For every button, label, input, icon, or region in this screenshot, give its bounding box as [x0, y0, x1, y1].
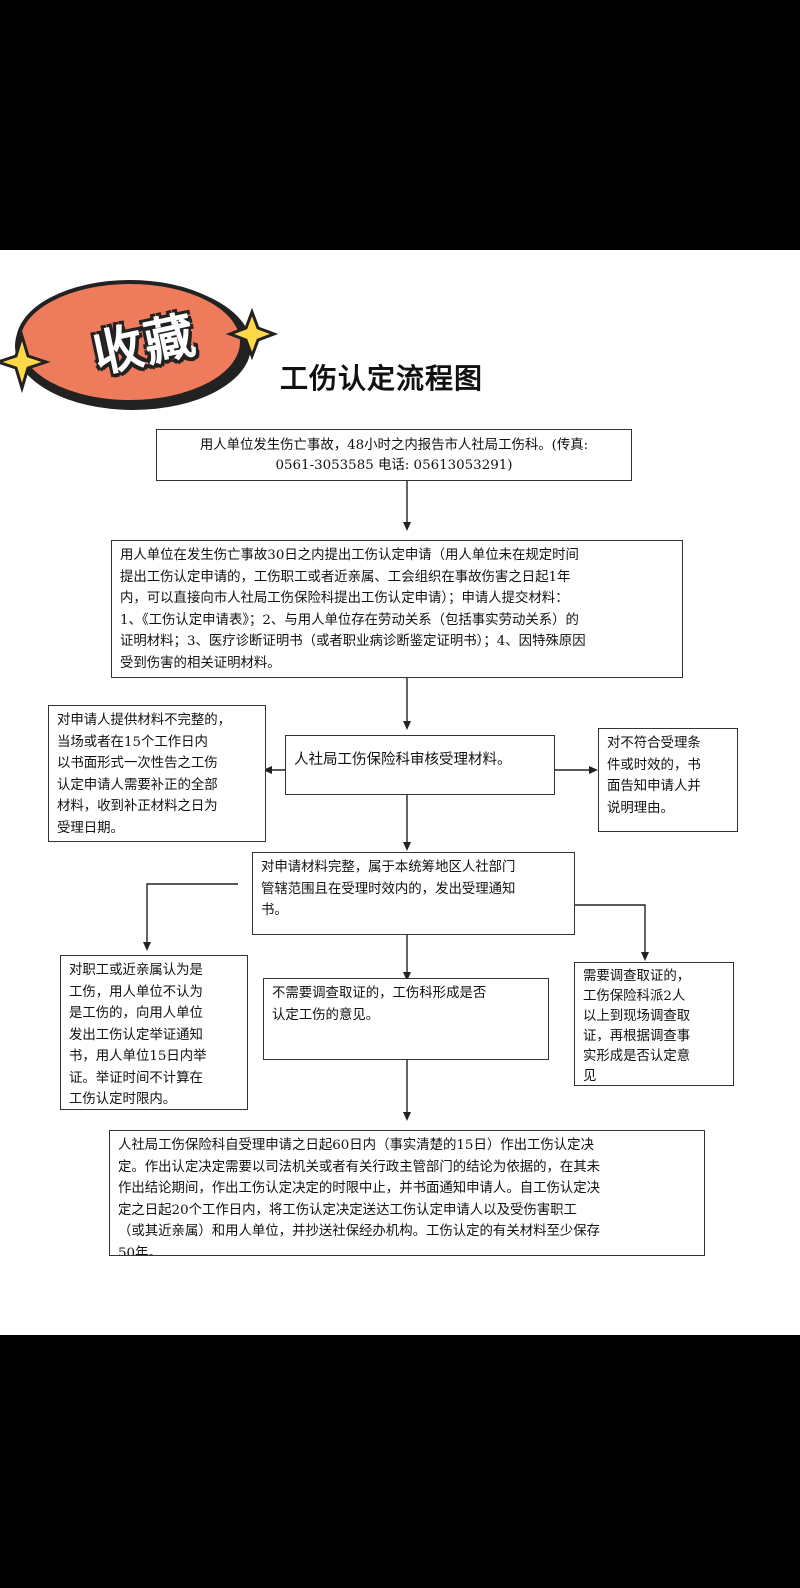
step-decision-box: 人社局工伤保险科自受理申请之日起60日内（事实清楚的15日）作出工伤认定决 定。…	[109, 1130, 705, 1256]
flowchart-sheet: 收藏 工伤认定流程图 用人单位发生伤亡事故，48小时之内报告市人社局工伤科。(传…	[0, 250, 800, 1335]
step-apply-line: 提出工伤认定申请的，工伤职工或者近亲属、工会组织在事故伤害之日起1年	[120, 569, 571, 585]
step-decision-line: 定之日起20个工作日内，将工伤认定决定送达工伤认定申请人以及受伤害职工	[118, 1202, 577, 1218]
step-apply-line: 证明材料；3、医疗诊断证明书（或者职业病诊断鉴定证明书）；4、因特殊原因	[120, 634, 586, 649]
badge-ellipse	[16, 280, 244, 404]
step-dispute-line: 是工伤的，向用人单位	[69, 1006, 203, 1021]
page-title: 工伤认定流程图	[280, 362, 484, 395]
step-incomplete-line: 以书面形式一次性告之工伤	[57, 756, 218, 771]
step-no-investigation-line: 不需要调查取证的，工伤科形成是否	[272, 986, 487, 1001]
step-incomplete-box: 对申请人提供材料不完整的， 当场或者在15个工作日内 以书面形式一次性告之工伤 …	[48, 705, 266, 842]
step-not-qualified-line: 面告知申请人并	[607, 779, 701, 794]
step-dispute-line: 证。举证时间不计算在	[69, 1070, 203, 1086]
step-accept-line: 书。	[261, 903, 288, 918]
step-decision-line: 定。作出认定决定需要以司法机关或者有关行政主管部门的结论为依据的，在其未	[118, 1159, 601, 1175]
step-incomplete-line: 受理日期。	[57, 820, 124, 836]
step-report-box: 用人单位发生伤亡事故，48小时之内报告市人社局工伤科。(传真: 0561-305…	[156, 429, 632, 481]
step-apply-line: 1、《工伤认定申请表》；2、与用人单位存在劳动关系（包括事实劳动关系）的	[120, 612, 579, 628]
favorite-badge	[0, 280, 279, 410]
step-not-qualified-box: 对不符合受理条 件或时效的，书 面告知申请人并 说明理由。	[598, 728, 738, 832]
step-incomplete-line: 认定申请人需要补正的全部	[57, 777, 218, 793]
step-decision-line: 50年。	[118, 1245, 162, 1256]
step-no-investigation-box: 不需要调查取证的，工伤科形成是否 认定工伤的意见。	[263, 978, 549, 1060]
step-incomplete-line: 材料，收到补正材料之日为	[57, 799, 218, 814]
step-dispute-line: 工伤，用人单位不认为	[69, 984, 203, 1000]
step-dispute-line: 发出工伤认定举证通知	[69, 1027, 203, 1043]
step-incomplete-line: 对申请人提供材料不完整的，	[57, 713, 232, 728]
step-investigation-line: 证，再根据调查事	[583, 1029, 691, 1044]
step-apply-line: 用人单位在发生伤亡事故30日之内提出工伤认定申请（用人单位未在规定时间	[120, 548, 579, 563]
step-not-qualified-line: 对不符合受理条	[607, 736, 701, 751]
step-not-qualified-line: 说明理由。	[607, 800, 674, 816]
step-not-qualified-line: 件或时效的，书	[607, 757, 701, 773]
step-report-line: 0561-3053585 电话: 05613053291)	[275, 458, 513, 473]
step-decision-line: 人社局工伤保险科自受理申请之日起60日内（事实清楚的15日）作出工伤认定决	[118, 1138, 594, 1153]
step-investigation-box: 需要调查取证的， 工伤保险科派2人 以上到现场调查取 证，再根据调查事 实形成是…	[574, 962, 734, 1086]
step-investigation-line: 以上到现场调查取	[583, 1009, 691, 1024]
step-review-box: 人社局工伤保险科审核受理材料。	[285, 735, 555, 795]
step-dispute-box: 对职工或近亲属认为是 工伤，用人单位不认为 是工伤的，向用人单位 发出工伤认定举…	[60, 955, 248, 1110]
step-decision-line: 作出结论期间，作出工伤认定决定的时限中止，并书面通知申请人。自工伤认定决	[118, 1181, 601, 1196]
step-no-investigation-line: 认定工伤的意见。	[272, 1007, 380, 1023]
step-dispute-line: 工伤认定时限内。	[69, 1092, 177, 1107]
step-accept-line: 对申请材料完整，属于本统筹地区人社部门	[261, 860, 516, 875]
step-apply-box: 用人单位在发生伤亡事故30日之内提出工伤认定申请（用人单位未在规定时间 提出工伤…	[111, 540, 683, 678]
step-accept-box: 对申请材料完整，属于本统筹地区人社部门 管辖范围且在受理时效内的，发出受理通知 …	[252, 852, 575, 935]
connector-layer	[0, 280, 649, 1121]
step-dispute-line: 书，用人单位15日内举	[69, 1049, 207, 1064]
step-investigation-line: 实形成是否认定意	[583, 1049, 691, 1064]
step-report-line: 用人单位发生伤亡事故，48小时之内报告市人社局工伤科。(传真:	[199, 438, 589, 453]
sparkle-left-icon	[0, 330, 51, 394]
step-investigation-line: 工伤保险科派2人	[583, 989, 686, 1004]
step-dispute-line: 对职工或近亲属认为是	[69, 963, 203, 978]
step-decision-line: （或其近亲属）和用人单位，并抄送社保经办机构。工伤认定的有关材料至少保存	[118, 1224, 601, 1239]
step-review-text: 人社局工伤保险科审核受理材料。	[294, 752, 512, 768]
sparkle-right-icon	[225, 307, 279, 361]
step-investigation-line: 需要调查取证的，	[583, 969, 691, 984]
step-accept-line: 管辖范围且在受理时效内的，发出受理通知	[261, 881, 516, 897]
step-incomplete-line: 当场或者在15个工作日内	[57, 734, 208, 750]
step-apply-line: 受到伤害的相关证明材料。	[120, 655, 281, 671]
step-investigation-line: 见	[583, 1069, 597, 1084]
step-apply-line: 内，可以直接向市人社局工伤保险科提出工伤认定申请）；申请人提交材料：	[120, 591, 569, 606]
